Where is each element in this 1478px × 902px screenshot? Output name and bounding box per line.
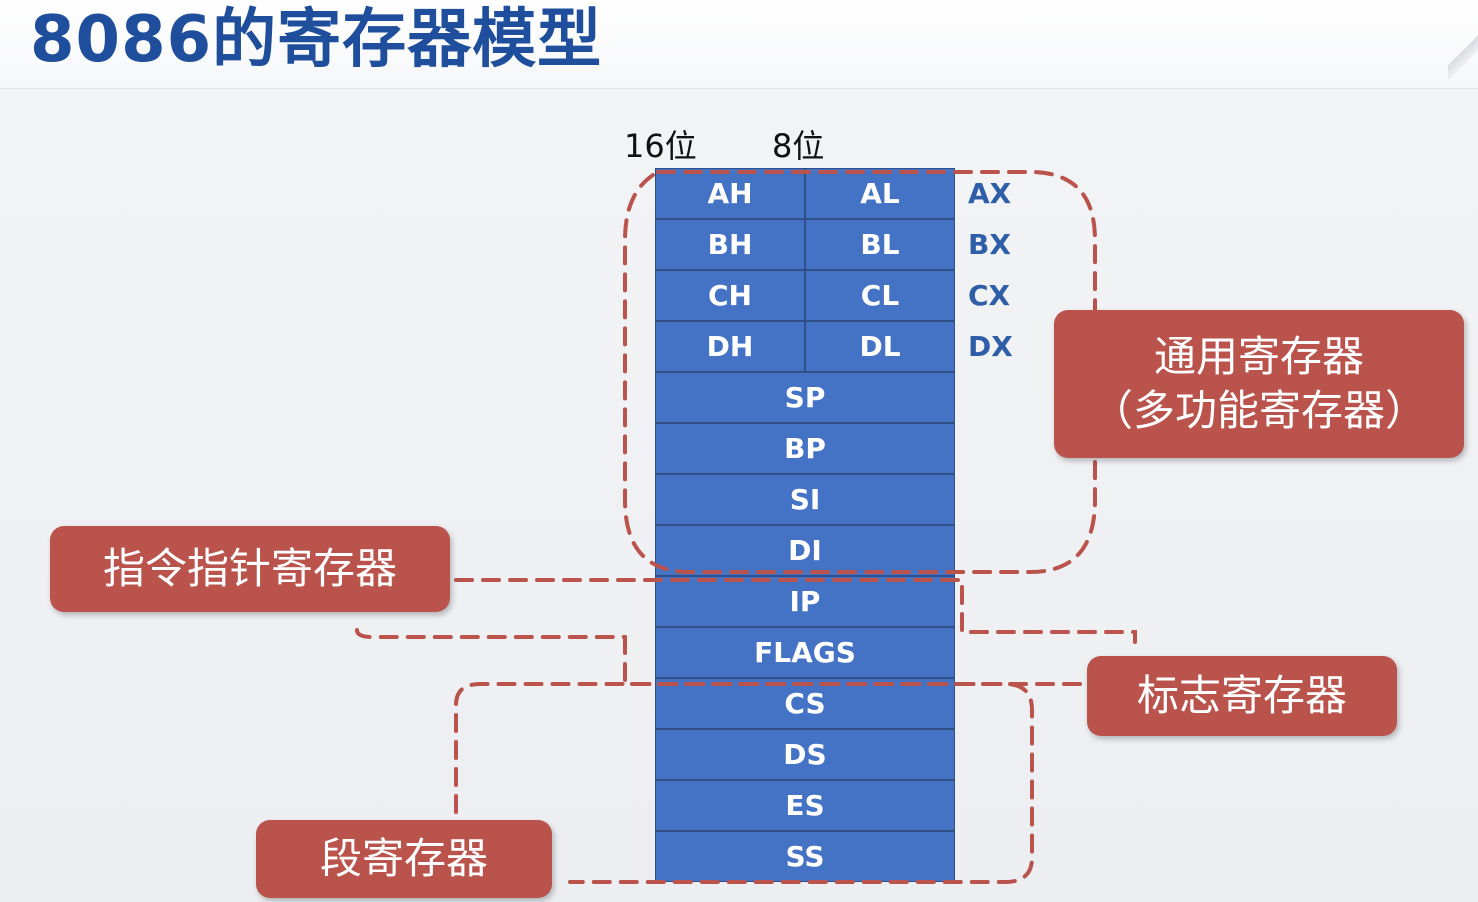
register-ip: IP bbox=[655, 576, 955, 627]
register-bh: BH bbox=[655, 219, 805, 270]
callout-instruction-pointer: 指令指针寄存器 bbox=[50, 526, 450, 612]
label-16-bit: 16位 bbox=[624, 127, 697, 165]
register-ss: SS bbox=[655, 831, 955, 882]
register-cs: CS bbox=[655, 678, 955, 729]
register-al: AL bbox=[805, 168, 955, 219]
register-cl: CL bbox=[805, 270, 955, 321]
pair-label-dx: DX bbox=[968, 330, 1013, 363]
callout-instruction-pointer-label: 指令指针寄存器 bbox=[102, 544, 397, 593]
header-bar: 8086的寄存器模型 bbox=[0, 0, 1478, 90]
callout-segment-registers: 段寄存器 bbox=[256, 820, 552, 898]
segment-register-group-outline bbox=[454, 682, 1034, 884]
register-flags: FLAGS bbox=[655, 627, 955, 678]
callout-general-title: 通用寄存器 bbox=[1153, 332, 1364, 381]
flags-group-outline bbox=[623, 635, 1088, 686]
corner-decoration bbox=[1448, 20, 1478, 90]
general-register-group-outline bbox=[623, 170, 1097, 574]
register-di: DI bbox=[655, 525, 955, 576]
callout-general-registers: 通用寄存器 （多功能寄存器） bbox=[1054, 310, 1464, 458]
register-ch: CH bbox=[655, 270, 805, 321]
register-es: ES bbox=[655, 780, 955, 831]
register-ds: DS bbox=[655, 729, 955, 780]
register-sp: SP bbox=[655, 372, 955, 423]
label-8-bit: 8位 bbox=[772, 127, 825, 165]
register-bl: BL bbox=[805, 219, 955, 270]
pair-label-ax: AX bbox=[968, 177, 1012, 210]
callout-flags-register: 标志寄存器 bbox=[1087, 656, 1397, 736]
register-bp: BP bbox=[655, 423, 955, 474]
register-dh: DH bbox=[655, 321, 805, 372]
page-title: 8086的寄存器模型 bbox=[30, 3, 603, 77]
pair-label-cx: CX bbox=[968, 279, 1011, 312]
register-dl: DL bbox=[805, 321, 955, 372]
ip-connector-line bbox=[454, 578, 1137, 644]
callout-general-subtitle: （多功能寄存器） bbox=[1090, 386, 1427, 435]
callout-segment-label: 段寄存器 bbox=[319, 834, 488, 883]
ip-connector-line-lower bbox=[355, 628, 627, 639]
register-ah: AH bbox=[655, 168, 805, 219]
pair-label-bx: BX bbox=[968, 228, 1011, 261]
callout-flags-label: 标志寄存器 bbox=[1136, 671, 1347, 720]
register-si: SI bbox=[655, 474, 955, 525]
